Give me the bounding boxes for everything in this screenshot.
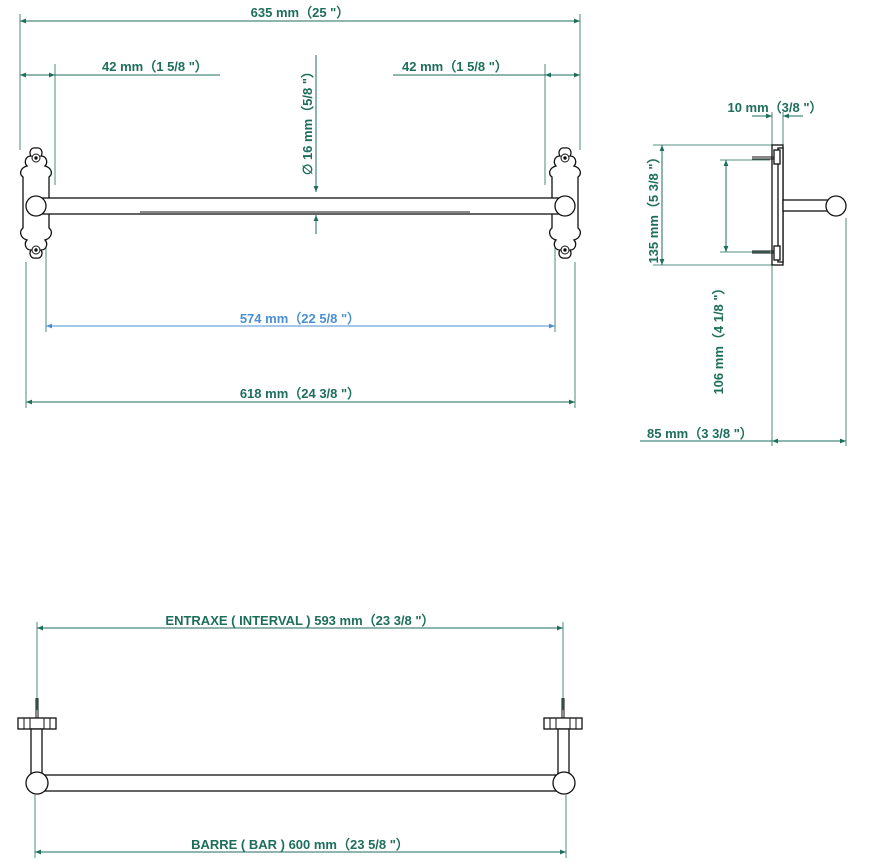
svg-text:42 mm（1 5/8 "）: 42 mm（1 5/8 "） [102, 59, 208, 74]
svg-text:10 mm（3/8 "）: 10 mm（3/8 "） [727, 100, 822, 115]
svg-text:106 mm（4 1/8 "）: 106 mm（4 1/8 "） [711, 281, 726, 394]
svg-text:∅ 16 mm（5/8 "）: ∅ 16 mm（5/8 "） [300, 65, 315, 175]
svg-text:618 mm（24 3/8 "）: 618 mm（24 3/8 "） [240, 386, 360, 401]
dim-projection: 85 mm（3 3/8 "） [640, 426, 846, 444]
svg-text:42 mm（1 5/8 "）: 42 mm（1 5/8 "） [402, 59, 508, 74]
front-view: 635 mm（25 "） 42 mm（1 5/8 "） 42 mm（1 5/8 … [19, 5, 581, 408]
dim-interval: ENTRAXE ( INTERVAL ) 593 mm（23 3/8 "） [37, 613, 563, 631]
towel-bar [25, 195, 576, 217]
dim-left-plate-width: 42 mm（1 5/8 "） [20, 59, 220, 78]
svg-text:BARRE ( BAR ) 600 mm（23 5/8 ": BARRE ( BAR ) 600 mm（23 5/8 "） [191, 837, 409, 852]
svg-text:574 mm（22 5/8 "）: 574 mm（22 5/8 "） [240, 311, 360, 326]
dim-outer-width: 618 mm（24 3/8 "） [26, 386, 575, 405]
top-towel-bar [25, 771, 576, 795]
dim-bar: BARRE ( BAR ) 600 mm（23 5/8 "） [35, 837, 566, 855]
dim-bar-diameter: ∅ 16 mm（5/8 "） [300, 55, 319, 234]
top-view: ENTRAXE ( INTERVAL ) 593 mm（23 3/8 "） [17, 613, 583, 858]
top-left-bracket [17, 698, 57, 776]
dim-bar-height: 106 mm（4 1/8 "） [711, 160, 729, 395]
svg-text:635 mm（25 "）: 635 mm（25 "） [251, 5, 350, 20]
dim-plate-height: 135 mm（5 3/8 "） [646, 145, 665, 265]
svg-text:ENTRAXE ( INTERVAL ) 593 mm（2: ENTRAXE ( INTERVAL ) 593 mm（23 3/8 "） [165, 613, 434, 628]
side-view: 10 mm（3/8 "） 135 mm（5 3/8 "） 106 mm（4 1/… [640, 100, 847, 446]
svg-text:85 mm（3 3/8 "）: 85 mm（3 3/8 "） [647, 426, 753, 441]
dim-bar-length: 574 mm（22 5/8 "） [46, 311, 555, 329]
side-bracket [752, 144, 847, 266]
dim-overall-width: 635 mm（25 "） [20, 5, 580, 24]
svg-text:135 mm（5 3/8 "）: 135 mm（5 3/8 "） [646, 150, 661, 263]
dim-right-plate-width: 42 mm（1 5/8 "） [393, 59, 580, 78]
dim-plate-thickness: 10 mm（3/8 "） [727, 100, 823, 119]
